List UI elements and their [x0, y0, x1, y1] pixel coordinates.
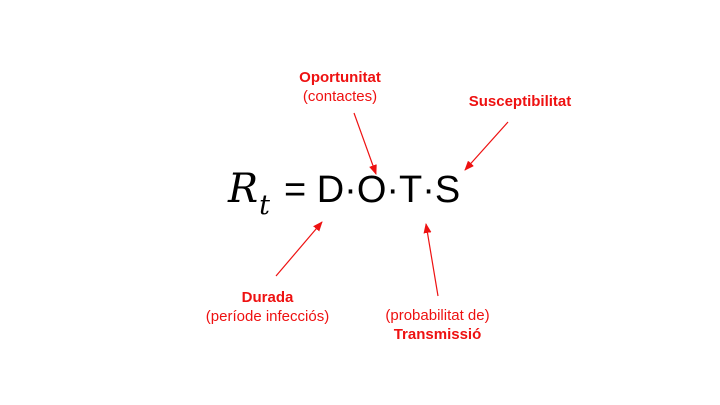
- durada-title: Durada: [241, 289, 294, 306]
- transmissio-label: (probabilitat de) Transmissió: [360, 306, 515, 344]
- formula-symbol: R: [228, 166, 259, 212]
- transmissio-subtitle: (probabilitat de): [385, 307, 490, 324]
- oportunitat-subtitle: (contactes): [302, 88, 378, 105]
- rt-formula: R t = D·O·T·S: [228, 166, 460, 226]
- formula-subscript: t: [259, 190, 270, 221]
- oportunitat-title: Oportunitat: [299, 69, 381, 86]
- oportunitat-label: Oportunitat (contactes): [270, 68, 410, 106]
- transmissio-title: Transmissió: [393, 326, 482, 343]
- susceptibilitat-label: Susceptibilitat: [440, 92, 600, 111]
- durada-arrow: [275, 221, 323, 277]
- susceptibilitat-arrow: [464, 121, 509, 171]
- durada-subtitle: (període infecciós): [205, 308, 330, 325]
- durada-label: Durada (període infecciós): [180, 288, 355, 326]
- susceptibilitat-title: Susceptibilitat: [468, 93, 572, 110]
- oportunitat-arrow: [353, 112, 377, 175]
- formula-expression: = D·O·T·S: [283, 169, 461, 211]
- transmissio-arrow: [423, 223, 439, 297]
